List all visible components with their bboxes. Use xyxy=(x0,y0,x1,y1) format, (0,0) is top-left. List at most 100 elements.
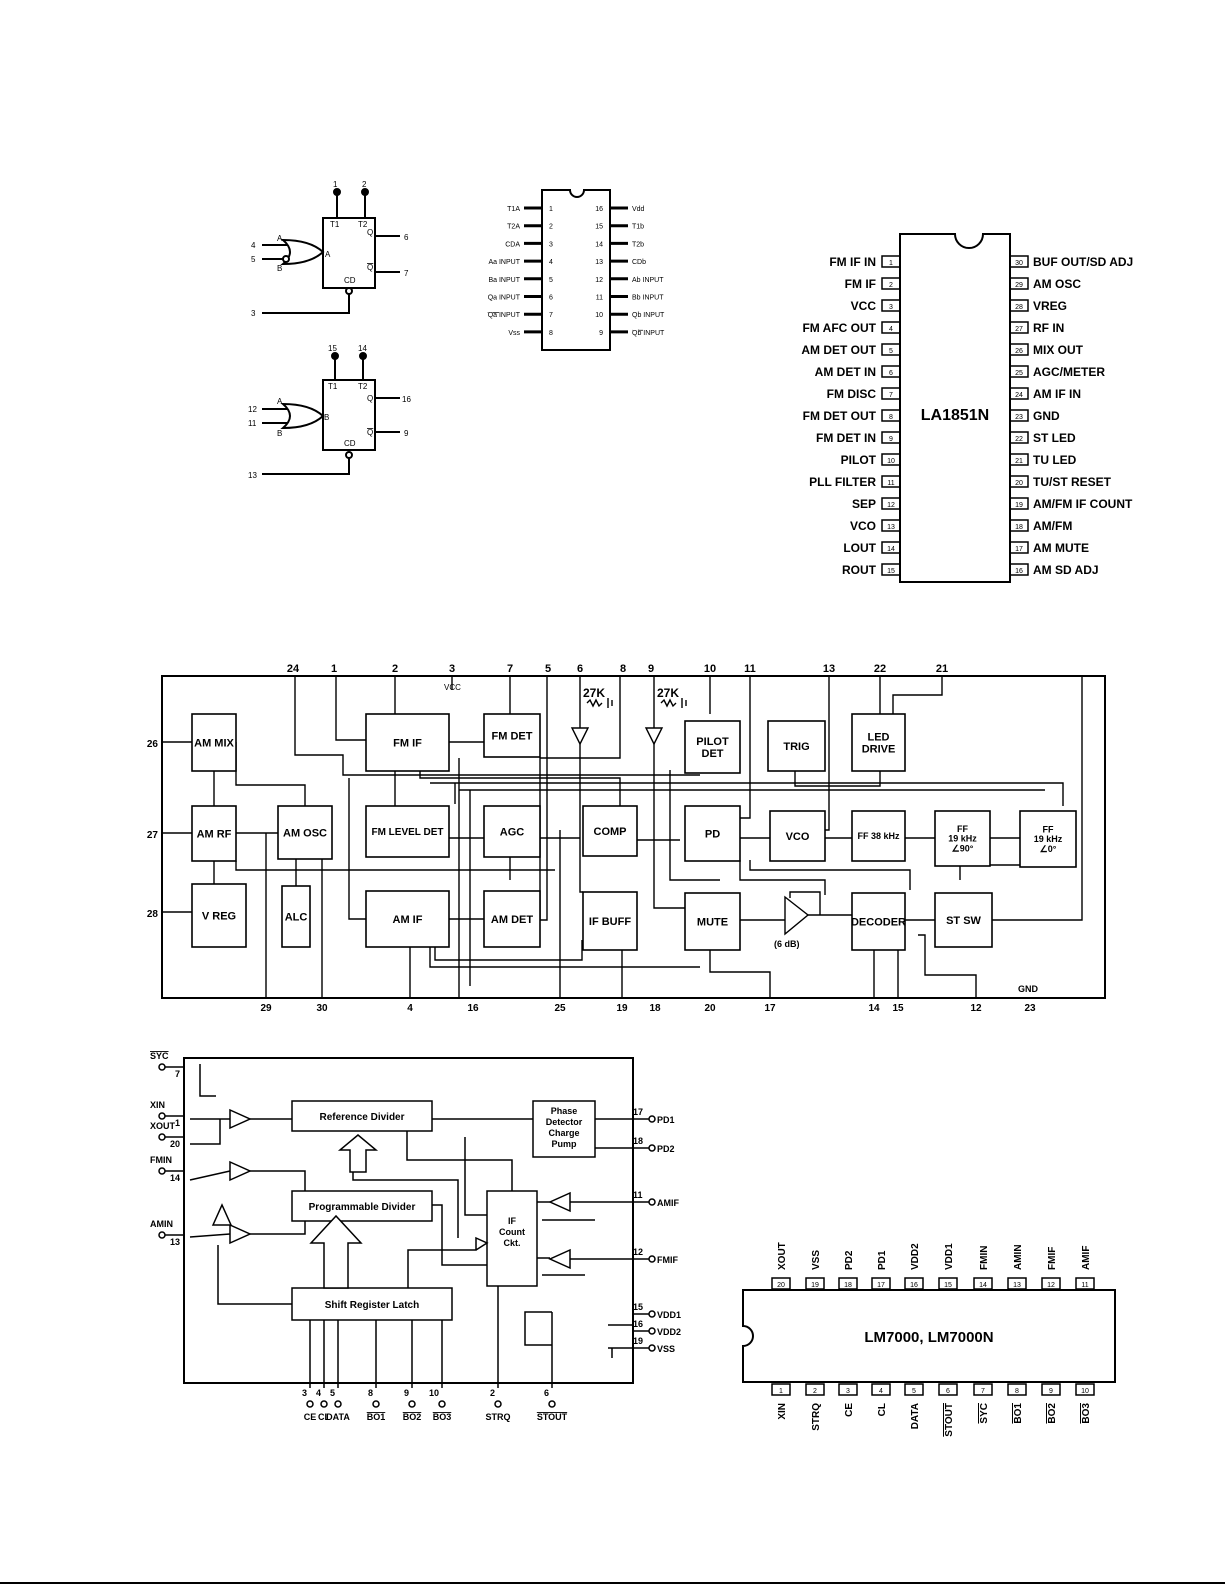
block-bottom-pin: 15 xyxy=(892,1003,904,1014)
lm-pkg-pin-number: 7 xyxy=(981,1388,985,1395)
pin-terminal xyxy=(320,1400,328,1408)
lm-pkg-pin-number: 18 xyxy=(844,1282,852,1289)
fm-level-det-label: FM LEVEL DET xyxy=(371,827,443,838)
ff-top-pin-in-a: 4 xyxy=(251,241,256,250)
ff-bottom-pin-qbar: 9 xyxy=(404,429,409,438)
pin-terminal xyxy=(648,1255,656,1263)
pin-terminal xyxy=(648,1115,656,1123)
dip16-pin-label: Aa INPUT xyxy=(488,259,520,266)
la-pin-label: SEP xyxy=(852,497,876,511)
block-bottom-pin: 29 xyxy=(260,1003,272,1014)
lm-pkg-pin-label: VSS xyxy=(811,1250,822,1270)
lm-pkg-pin-box xyxy=(1041,1277,1061,1290)
la-pin-label: FM IF xyxy=(845,277,876,291)
dip16-pin-label: Qa INPUT xyxy=(488,312,521,319)
block-top-pin: 3 xyxy=(449,663,455,675)
block-left-pin: 28 xyxy=(147,909,159,920)
block-bottom-pin: 23 xyxy=(1024,1003,1036,1014)
lm-pkg-pin-label: SYC xyxy=(979,1403,990,1424)
shift-register-latch-label: Shift Register Latch xyxy=(325,1300,419,1311)
ff38-label: FF 38 kHz xyxy=(857,831,900,841)
dip16-pin-label: Qb INPUT xyxy=(632,312,665,319)
block-bottom-pin: 18 xyxy=(649,1003,661,1014)
lm-bottom-pin-label: DATA xyxy=(326,1412,350,1422)
block-top-pin: 8 xyxy=(620,663,626,675)
la-pin-number: 20 xyxy=(1015,480,1023,487)
lm-pkg-pin-box xyxy=(805,1277,825,1290)
decoder-box xyxy=(851,892,906,951)
dip16-pin-label: T2b xyxy=(632,241,644,248)
la-pin-number: 3 xyxy=(889,304,893,311)
la-pin-number: 19 xyxy=(1015,502,1023,509)
lm-right-pin-number: 16 xyxy=(633,1319,643,1329)
lm-pkg-pin-box xyxy=(938,1383,958,1396)
dip16-pin-label: Ba INPUT xyxy=(488,277,520,284)
lm-right-pin-label: VDD2 xyxy=(657,1327,681,1337)
ff-bottom-pin-clear: 13 xyxy=(248,471,257,480)
block-bottom-pin: 14 xyxy=(868,1003,880,1014)
la-pin-box xyxy=(1009,453,1029,466)
fm-det-box xyxy=(483,713,541,758)
pd-box xyxy=(684,805,741,862)
lm-left-pin-number: 20 xyxy=(170,1139,180,1149)
ff-bottom-label-t1: T1 xyxy=(328,382,338,391)
dip16-pin-label: Bb INPUT xyxy=(632,295,664,302)
la-pin-number: 16 xyxy=(1015,568,1023,575)
la-pin-number: 17 xyxy=(1015,546,1023,553)
la1851n-name: LA1851N xyxy=(921,407,989,424)
la-pin-label: VCC xyxy=(851,299,877,313)
ff-top-pin-qbar: 7 xyxy=(404,269,409,278)
dip16-pin-number: 6 xyxy=(549,295,553,302)
mute-label: MUTE xyxy=(697,916,728,928)
lm-pkg-pin-number: 10 xyxy=(1081,1388,1089,1395)
lm-right-pin-label: PD1 xyxy=(657,1115,675,1125)
resistor-27k-2-label: 27K xyxy=(657,686,679,700)
lm-pkg-pin-number: 16 xyxy=(910,1282,918,1289)
la-pin-box xyxy=(1009,365,1029,378)
ff-bottom-gate-b: B xyxy=(277,429,282,438)
reference-divider-box xyxy=(291,1100,433,1132)
la-pin-number: 18 xyxy=(1015,524,1023,531)
agc-box xyxy=(483,805,541,858)
lm-pkg-pin-box xyxy=(1041,1383,1061,1396)
la-pin-label: AM/FM IF COUNT xyxy=(1033,497,1133,511)
la-pin-label: AM MUTE xyxy=(1033,541,1089,555)
lm-pkg-pin-number: 17 xyxy=(877,1282,885,1289)
lm7000-package-pins: 20XOUT19VSS18PD217PD116VDD215VDD114FMIN1… xyxy=(771,1242,1095,1437)
lm-right-pin-label: FMIF xyxy=(657,1255,678,1265)
comp-label: COMP xyxy=(594,826,627,838)
dip16-pin-number: 9 xyxy=(599,330,603,337)
dip16-pin-number: 4 xyxy=(549,259,553,266)
ff19a-box xyxy=(934,810,991,867)
resistor-27k-2 xyxy=(660,698,687,708)
la-pin-label: FM DISC xyxy=(827,387,877,401)
lm-left-pin-number: 14 xyxy=(170,1173,180,1183)
block-bottom-pin: 17 xyxy=(764,1003,776,1014)
la-pin-box xyxy=(1009,255,1029,268)
lm-bottom-pin-label: CL xyxy=(318,1412,330,1422)
lm-pkg-pin-label: PD2 xyxy=(844,1250,855,1270)
if-count-label: IF xyxy=(508,1216,517,1226)
ff-bottom-label-q: Q xyxy=(367,394,373,403)
lm-pkg-pin-box xyxy=(1007,1383,1027,1396)
la-pin-label: AM OSC xyxy=(1033,277,1081,291)
lm7000-body xyxy=(742,1289,1116,1383)
lm-pkg-pin-box xyxy=(938,1277,958,1290)
ff-top-gate-a: A xyxy=(277,234,283,243)
la-pin-label: TU/ST RESET xyxy=(1033,475,1112,489)
pin-terminal xyxy=(648,1344,656,1352)
lm-pkg-pin-box xyxy=(904,1383,924,1396)
decoder-label: DECODER xyxy=(851,916,906,928)
pin-terminal xyxy=(158,1063,166,1071)
lm-bottom-pin-label: BO2 xyxy=(403,1412,422,1422)
block-top-pin: 10 xyxy=(704,663,716,675)
la-pin-box xyxy=(1009,277,1029,290)
lm-pkg-pin-label: VDD1 xyxy=(944,1243,955,1270)
ff-top-pin-t1: 1 xyxy=(333,180,338,189)
pilot-det-box xyxy=(684,720,741,774)
la-pin-label: BUF OUT/SD ADJ xyxy=(1033,255,1133,269)
lm-pkg-pin-box xyxy=(805,1383,825,1396)
ff19a-label: ∠90° xyxy=(952,844,974,854)
la-pin-box xyxy=(881,343,901,356)
